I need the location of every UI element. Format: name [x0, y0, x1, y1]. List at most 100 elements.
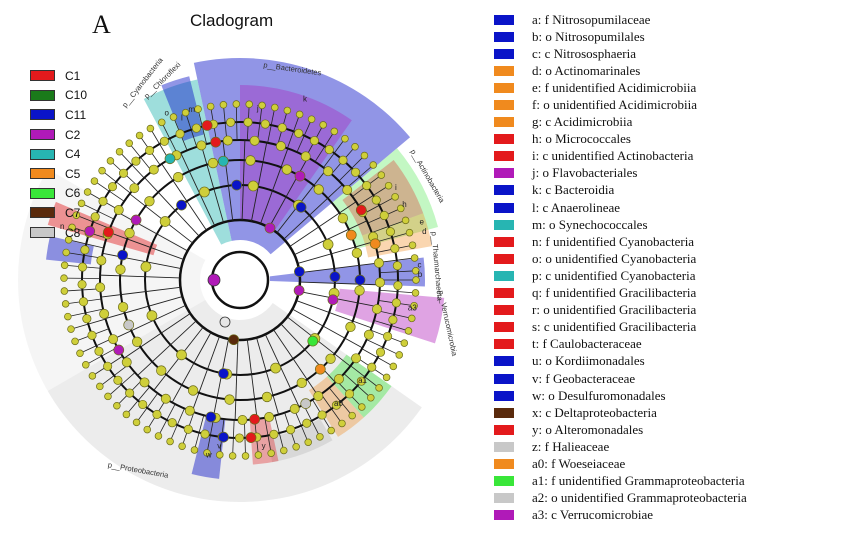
legend-swatch — [494, 185, 514, 196]
biomarker-node — [84, 225, 96, 237]
taxa-legend-label: b: o Nitrosopumilales — [532, 28, 645, 44]
order-node — [224, 394, 235, 405]
legend-swatch — [494, 31, 514, 42]
family-node — [95, 282, 106, 293]
leaf-node — [316, 433, 324, 441]
sector-letter: w — [205, 450, 212, 459]
genus-node — [167, 418, 177, 428]
order-node — [345, 321, 356, 333]
order-node — [207, 157, 219, 169]
leaf-node — [319, 121, 327, 129]
tree-branch — [268, 157, 309, 228]
leaf-node — [375, 384, 383, 392]
class-node — [159, 216, 171, 227]
taxa-legend-item: l: c Anaerolineae — [494, 199, 747, 216]
a1-sector — [326, 354, 392, 418]
tree-branch — [180, 152, 216, 226]
tree-spoke — [128, 142, 153, 172]
tree-branch — [112, 304, 186, 340]
leaf-node — [194, 105, 202, 113]
tree-spoke — [232, 419, 235, 456]
family-node — [160, 393, 171, 404]
legend-swatch — [30, 227, 55, 239]
tree-spoke — [379, 270, 416, 274]
tree-branch — [171, 332, 212, 403]
genus-node — [356, 376, 366, 386]
leaf-node — [72, 211, 81, 219]
genus-node — [131, 156, 141, 166]
biomarker-node — [103, 226, 114, 238]
genus-node — [175, 129, 185, 139]
taxa-legend-item: c: c Nitrososphaeria — [494, 45, 747, 62]
biomarker-node — [123, 319, 135, 331]
leaf-node — [71, 337, 79, 346]
taxa-legend-item: q: f unidentified Gracilibacteria — [494, 285, 747, 302]
genus-node — [391, 298, 401, 308]
taxa-legend-label: q: f unidentified Gracilibacteria — [532, 285, 697, 301]
legend-swatch — [30, 148, 55, 160]
leaf-node — [88, 372, 97, 380]
tree-ring — [178, 218, 302, 342]
leaf-node — [267, 449, 275, 457]
group-legend-label: C6 — [65, 186, 81, 201]
tree-branch — [100, 286, 181, 298]
order-node — [296, 377, 307, 389]
tree-branch — [200, 145, 224, 223]
taxa-legend-label: r: o unidentified Gracilibacteria — [532, 302, 697, 318]
legend-swatch — [494, 219, 514, 230]
tree-spoke — [185, 112, 198, 147]
tree-spoke — [314, 131, 335, 163]
genus-node — [152, 409, 162, 419]
tree-spoke — [126, 386, 150, 415]
leaf-node — [157, 118, 166, 127]
leaf-node — [338, 419, 346, 428]
legend-swatch — [494, 151, 514, 162]
root-node — [207, 273, 221, 287]
tree-spoke — [303, 404, 321, 437]
biomarker-node — [117, 249, 128, 261]
family-node — [371, 304, 382, 315]
leaf-node — [146, 124, 155, 133]
class-node — [140, 261, 152, 273]
genus-node — [390, 243, 400, 254]
genus-node — [379, 210, 389, 221]
legend-swatch — [494, 305, 514, 316]
order-node — [131, 336, 143, 347]
order-node — [117, 301, 129, 313]
tree-spoke — [338, 155, 365, 182]
leaf-node — [61, 300, 70, 308]
tree-branch — [102, 252, 182, 269]
leaf-node — [115, 147, 124, 156]
legend-swatch — [494, 407, 514, 418]
leaf-node — [405, 228, 414, 237]
taxa-legend-item: o: o unidentified Cyanobacteria — [494, 250, 747, 267]
order-node — [144, 196, 155, 207]
legend-swatch — [494, 339, 514, 350]
leaf-node — [76, 349, 84, 358]
family-node — [313, 391, 324, 402]
taxa-legend-label: e: f unidentified Acidimicrobiia — [532, 79, 697, 95]
sector-letter: a3 — [408, 303, 417, 312]
taxa-legend-item: s: c unidentified Gracilibacteria — [494, 319, 747, 336]
tree-spoke — [287, 114, 300, 149]
legend-swatch — [494, 270, 514, 281]
leaf-node — [412, 276, 420, 284]
leaf-node — [292, 443, 300, 451]
family-node — [351, 353, 362, 364]
biomarker-node — [307, 335, 319, 347]
leaf-node — [67, 325, 75, 333]
taxa-legend-label: a2: o unidentified Grammaproteobacteria — [532, 490, 747, 506]
taxa-legend-label: t: f Caulobacteraceae — [532, 336, 642, 352]
genus-node — [80, 245, 90, 255]
genus-node — [159, 136, 169, 146]
leaf-node — [178, 442, 186, 450]
taxa-legend-item: a2: o unidentified Grammaproteobacteria — [494, 490, 747, 507]
tree-branch — [105, 296, 183, 320]
sector-letter: d — [422, 227, 426, 236]
biomarker-node — [231, 179, 243, 191]
tree-spoke — [371, 220, 406, 233]
taxa-legend-item: e: f unidentified Acidimicrobiia — [494, 79, 747, 96]
sector-letter: m — [188, 105, 195, 114]
legend-swatch — [494, 168, 514, 179]
